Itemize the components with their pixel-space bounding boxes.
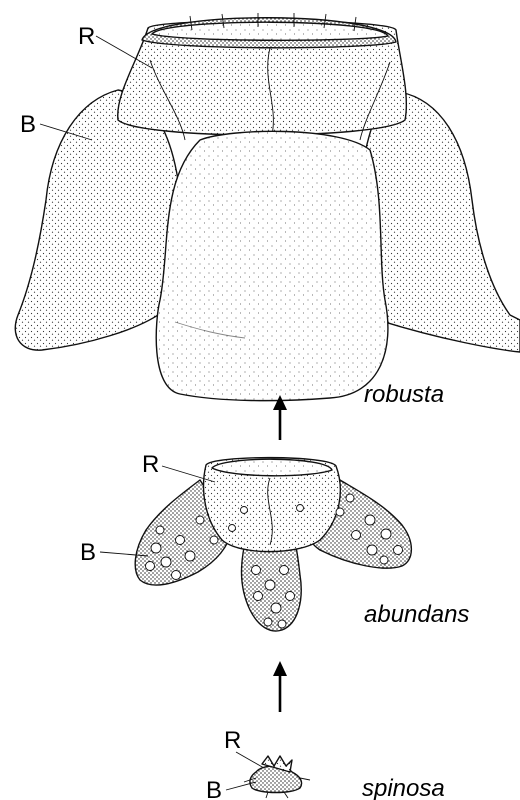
svg-text:B: B	[80, 539, 96, 566]
evolution-arrow-2	[273, 661, 287, 712]
svg-text:R: R	[224, 727, 241, 754]
svg-text:B: B	[20, 111, 36, 138]
abundans-species-name: abundans	[364, 601, 469, 628]
robusta-central-plate	[156, 131, 388, 400]
evolution-arrow-1	[273, 395, 287, 440]
svg-text:B: B	[206, 777, 222, 800]
svg-text:R: R	[142, 451, 159, 478]
spinosa-species-name: spinosa	[362, 775, 445, 800]
robusta-specimen	[15, 13, 520, 401]
spinosa-label-r: R	[224, 727, 264, 768]
robusta-species-name: robusta	[364, 381, 444, 408]
svg-text:R: R	[78, 23, 95, 50]
